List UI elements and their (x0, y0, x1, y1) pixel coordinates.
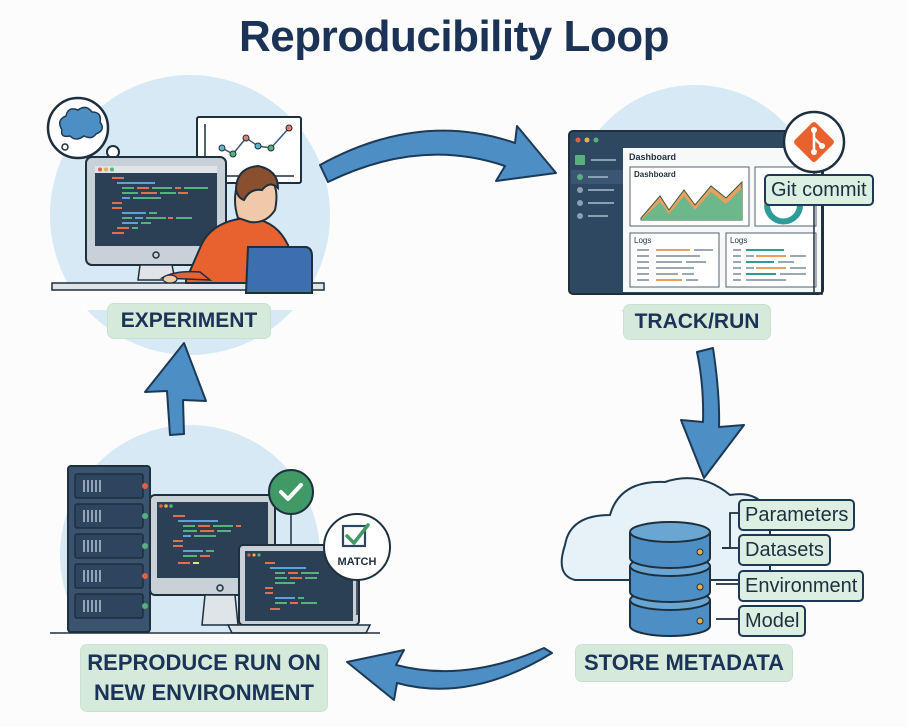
thought-bubble-icon (46, 96, 131, 167)
stage-label-store: STORE METADATA (576, 645, 792, 681)
stage-label-experiment: EXPERIMENT (108, 304, 270, 338)
tag-connector-lines (716, 512, 738, 620)
chart-panel-title: Dashboard (634, 170, 676, 179)
metadata-tag-environment: Environment (738, 570, 865, 602)
logs-panel-title-left: Logs (634, 236, 652, 245)
logs-panel-title-right: Logs (730, 236, 748, 245)
store-illustration (560, 477, 771, 637)
dashboard-window (568, 130, 824, 295)
arrow-store-to-reproduce (346, 647, 553, 701)
match-badge-icon: MATCH (323, 513, 391, 615)
stage-label-track: TRACK/RUN (624, 305, 770, 339)
metadata-tag-model: Model (738, 605, 807, 637)
match-badge-text: MATCH (338, 556, 377, 568)
person-icon (159, 164, 313, 294)
database-icon (629, 521, 711, 637)
diagram-title: Reproducibility Loop (239, 12, 669, 61)
monitor-code-icon-2 (149, 494, 276, 626)
metadata-tag-parameters: Parameters (738, 499, 856, 531)
check-badge-icon (268, 469, 314, 545)
stage-label-reproduce-line1: REPRODUCE RUN ON (87, 650, 321, 675)
track-illustration (568, 85, 846, 335)
monitor-code-icon (85, 156, 227, 281)
dashboard-title: Dashboard (629, 152, 677, 162)
stage-label-reproduce: REPRODUCE RUN ON NEW ENVIRONMENT (81, 645, 327, 711)
server-rack-icon (67, 465, 151, 633)
arrow-track-to-store (680, 347, 745, 479)
metadata-tag-datasets: Datasets (738, 534, 831, 566)
arrow-reproduce-to-experiment (144, 342, 207, 436)
chair (244, 246, 313, 294)
git-commit-tag: Git commit (764, 174, 874, 206)
stage-label-reproduce-line2: NEW ENVIRONMENT (94, 680, 314, 705)
reproduce-illustration: MATCH (40, 425, 391, 685)
experiment-illustration (40, 75, 330, 355)
arrow-experiment-to-track (319, 125, 557, 183)
